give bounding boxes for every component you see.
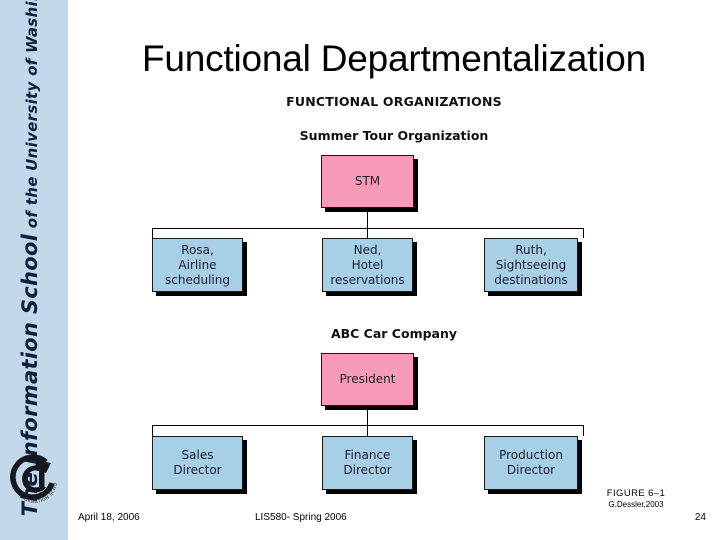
chart-2-child-2: Finance Director	[322, 436, 413, 490]
figure-title: FUNCTIONAL ORGANIZATIONS	[286, 94, 502, 109]
chart-2-child-2-label: Finance Director	[343, 448, 392, 477]
chart-1-child-2-label: Ned, Hotel reservations	[330, 242, 405, 287]
chart-2-child-1-label: Sales Director	[173, 448, 222, 477]
chart-1-child-3: Ruth, Sightseeing destinations	[484, 238, 578, 292]
chart-2-child-3: Production Director	[484, 436, 578, 490]
chart-2-drop-3	[583, 425, 584, 436]
footer-figure-label: FIGURE 6–1	[606, 488, 666, 499]
org-chart-figure: FUNCTIONAL ORGANIZATIONS Summer Tour Org…	[68, 88, 720, 490]
chart-1-stem	[367, 208, 368, 229]
chart-1-child-2: Ned, Hotel reservations	[322, 238, 413, 292]
chart-1-top-node: STM	[321, 155, 414, 208]
chart-1-child-3-label: Ruth, Sightseeing destinations	[494, 242, 568, 287]
chart-1-child-1-label: Rosa, Airline scheduling	[165, 242, 230, 287]
chart-1-drop-1	[152, 228, 153, 238]
chart-1-drop-3	[583, 228, 584, 238]
page-title: Functional Departmentalization	[141, 38, 647, 79]
chart-2-drop-1	[152, 425, 153, 436]
footer-slide-number: 24	[694, 512, 706, 523]
chart-1-child-1: Rosa, Airline scheduling	[152, 238, 243, 292]
chart-2-child-3-label: Production Director	[499, 448, 563, 477]
information-school-logo: THE INFORMATION SCHOOL	[4, 446, 64, 508]
branding-sidebar: The Information School of the University…	[0, 0, 68, 540]
chart-1-drop-2	[367, 228, 368, 238]
chart-2-child-1: Sales Director	[152, 436, 243, 490]
chart-2-stem	[367, 406, 368, 426]
chart-1-heading: Summer Tour Organization	[299, 128, 489, 143]
chart-2-drop-2	[367, 425, 368, 436]
chart-2-heading: ABC Car Company	[330, 326, 458, 341]
sidebar-brand-rest: of the University of Washington	[23, 0, 41, 234]
chart-2-top-node: President	[321, 353, 414, 406]
footer-date: April 18, 2006	[78, 512, 140, 523]
footer-source-credit: G.Dessler,2003	[608, 500, 664, 509]
footer-course: LIS580- Spring 2006	[255, 512, 347, 523]
